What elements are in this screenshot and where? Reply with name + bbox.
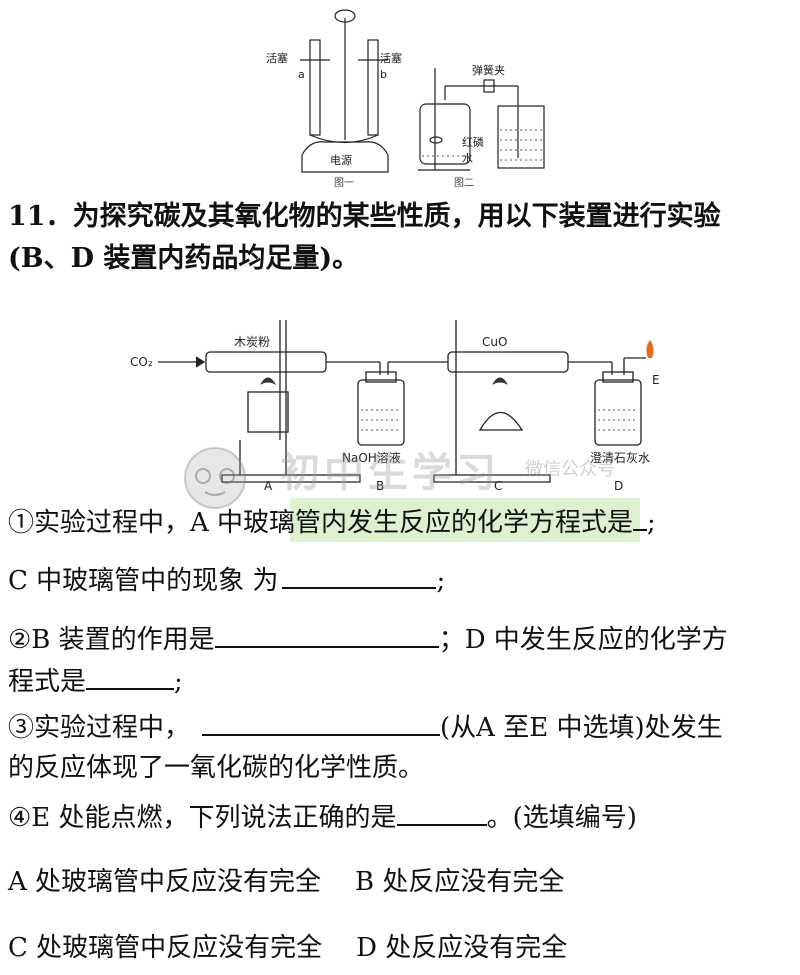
water-label: 水: [462, 152, 473, 165]
option-c[interactable]: C 处玻璃管中反应没有完全: [8, 933, 323, 963]
item-3-blank[interactable]: [202, 710, 441, 736]
item-1-end: ;: [647, 508, 656, 538]
beaker-water: [422, 129, 542, 161]
flame-c-icon: [492, 377, 508, 385]
item-3-line: ③实验过程中， (从A 至E 中选填)处发生: [8, 710, 723, 744]
item-4-text: ④E 处能点燃，下列说法正确的是: [8, 803, 397, 833]
top-figures: 活塞 活塞 a b 电源 图一 弹簧夹 红磷 水 图二: [266, 9, 545, 189]
fig1-caption: 图一: [334, 177, 354, 189]
apparatus-label-e: E: [652, 373, 660, 387]
item-1-blank[interactable]: [633, 505, 648, 531]
stopcock-right-label: 活塞: [380, 51, 402, 65]
cuo-label: CuO: [482, 335, 507, 349]
options-row-2: C 处玻璃管中反应没有完全 D 处反应没有完全: [8, 932, 567, 964]
item-1b-line: C 中玻璃管中的现象 为;: [8, 563, 445, 597]
watermark-sub-text: 微信公众号: [525, 459, 615, 480]
item-1-line: ①实验过程中，A 中玻璃管内发生反应的化学方程式是;: [8, 505, 656, 539]
label-a: a: [298, 68, 305, 81]
apparatus-label-a: A: [264, 479, 273, 493]
question-title: 11．为探究碳及其氧化物的某些性质，用以下装置进行实验 (B、D 装置内药品均足…: [8, 196, 721, 280]
item-3-mid: (从A 至E 中选填)处发生: [440, 713, 723, 743]
option-b[interactable]: B 处反应没有完全: [355, 867, 565, 897]
item-2-text: ②B 装置的作用是: [8, 625, 215, 655]
co2-label: CO₂: [130, 355, 153, 369]
power-label: 电源: [330, 153, 352, 167]
item-3-text: ③实验过程中，: [8, 713, 191, 743]
item-1b-text: C 中玻璃管中的现象 为: [8, 566, 279, 596]
item-3-text-2: 的反应体现了一氧化碳的化学性质。: [8, 753, 425, 783]
flame-e-icon: [646, 340, 654, 358]
item-2-mid: ；D 中发生反应的化学方: [438, 625, 728, 655]
item-2-blank-1[interactable]: [214, 622, 439, 648]
apparatus-label-c: C: [494, 479, 502, 493]
item-2-line: ②B 装置的作用是 ；D 中发生反应的化学方: [8, 622, 728, 656]
charcoal-label: 木炭粉: [234, 335, 270, 349]
watermark-main-text: 初中生学习: [280, 449, 500, 496]
option-a[interactable]: A 处玻璃管中反应没有完全: [8, 867, 322, 897]
apparatus-label-b: B: [376, 479, 384, 493]
flame-a-icon: [260, 377, 276, 385]
item-4-end: 。(选填编号): [486, 803, 637, 833]
item-2-blank-2[interactable]: [86, 664, 175, 690]
naoh-label: NaOH溶液: [342, 450, 401, 465]
item-1b-blank[interactable]: [282, 563, 437, 589]
red-phosphorus-label: 红磷: [462, 136, 484, 149]
watermark-band: [290, 498, 640, 542]
item-3-line2: 的反应体现了一氧化碳的化学性质。: [8, 752, 424, 784]
apparatus-label-d: D: [614, 479, 623, 493]
item-2-end: ;: [174, 667, 183, 697]
question-title-line2: (B、D 装置内药品均足量)。: [8, 243, 360, 274]
item-2-text-2: 程式是: [8, 667, 87, 697]
watermark-face-icon: [184, 447, 246, 509]
phosphorus-apparatus: [418, 68, 545, 171]
limewater-label: 澄清石灰水: [590, 450, 650, 465]
item-1-text: ①实验过程中，A 中玻璃管内发生反应的化学方程式是: [8, 508, 634, 538]
electrolysis-apparatus: [300, 9, 389, 173]
stopcock-left-label: 活塞: [266, 51, 288, 65]
item-2-line2: 程式是;: [8, 664, 183, 698]
option-d[interactable]: D 处反应没有完全: [356, 933, 568, 963]
clip-label: 弹簧夹: [472, 63, 505, 77]
question-title-line1: 11．为探究碳及其氧化物的某些性质，用以下装置进行实验: [8, 201, 721, 232]
options-row-1: A 处玻璃管中反应没有完全 B 处反应没有完全: [8, 866, 564, 898]
label-b: b: [380, 68, 387, 81]
item-4-blank[interactable]: [396, 800, 487, 826]
fig2-caption: 图二: [454, 177, 474, 189]
experiment-apparatus: CO₂ 木炭粉 CuO NaOH溶液 澄清石灰水 A B C D E: [130, 320, 660, 493]
item-1b-end: ;: [436, 566, 446, 596]
item-4-line: ④E 处能点燃，下列说法正确的是 。(选填编号): [8, 800, 637, 834]
